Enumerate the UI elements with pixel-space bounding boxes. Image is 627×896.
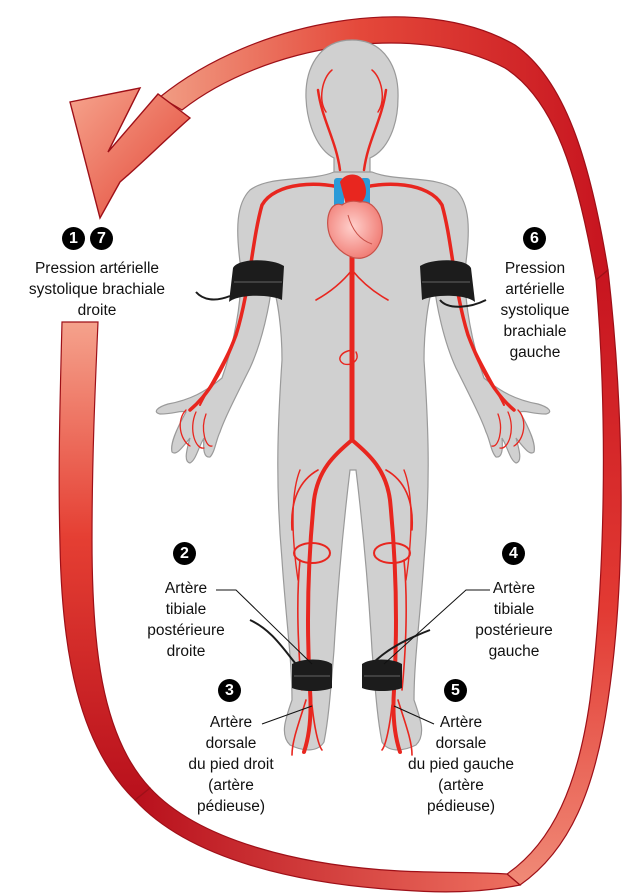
cuff-right-ankle (292, 660, 332, 692)
label-left-dorsal: Artère dorsale du pied gauche (artère pé… (396, 712, 526, 817)
label-right-dorsal: Artère dorsale du pied droit (artère péd… (176, 712, 286, 817)
cycle-arrow-head (70, 88, 190, 218)
badge-step-7: 7 (90, 227, 113, 250)
badge-step-1: 1 (62, 227, 85, 250)
badge-step-5: 5 (444, 679, 467, 702)
badge-step-2: 2 (173, 542, 196, 565)
badge-step-6: 6 (523, 227, 546, 250)
label-right-tibial: Artère tibiale postérieure droite (138, 578, 234, 662)
label-left-tibial: Artère tibiale postérieure gauche (466, 578, 562, 662)
badge-step-3: 3 (218, 679, 241, 702)
label-right-brachial: Pression artérielle systolique brachiale… (0, 258, 194, 321)
cuff-left-ankle (362, 660, 402, 692)
leader-lines (216, 590, 490, 724)
badge-step-4: 4 (502, 542, 525, 565)
cycle-arrow-left (59, 322, 150, 800)
label-left-brachial: Pression artérielle systolique brachiale… (485, 258, 585, 363)
tube-right-arm (196, 292, 230, 299)
